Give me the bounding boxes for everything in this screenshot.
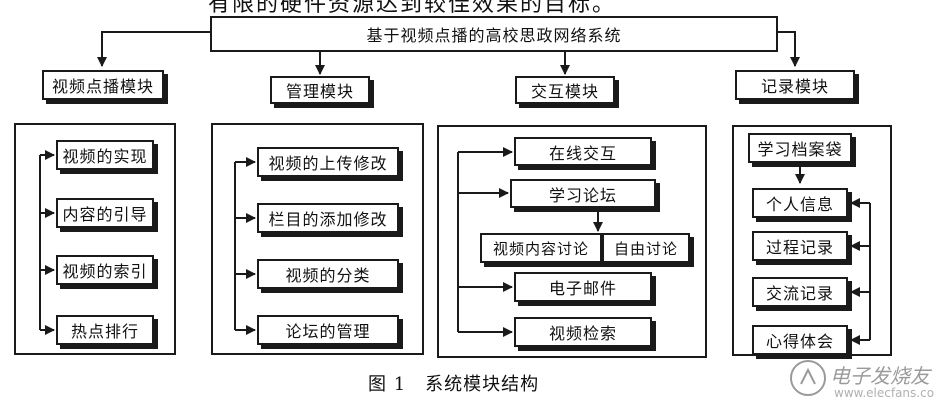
mgmt-item-2: 栏目的添加修改	[257, 203, 399, 233]
video-item-2: 内容的引导	[56, 198, 154, 228]
video-item-4: 热点排行	[56, 315, 154, 345]
figure-caption: 图 1 系统模块结构	[368, 374, 540, 395]
watermark-text: 电子发烧友	[830, 364, 930, 388]
interact-sub-video-discussion: 视频内容讨论	[480, 233, 602, 263]
panel-mgmt	[211, 123, 424, 355]
record-item-reflection: 心得体会	[752, 325, 848, 355]
panel-interact	[437, 125, 707, 358]
panel-video	[14, 123, 176, 355]
edge-root-to-video-module	[97, 31, 210, 67]
record-item-exchange: 交流记录	[752, 277, 848, 307]
panel-record	[732, 125, 892, 356]
mgmt-item-4: 论坛的管理	[257, 315, 399, 345]
interact-item-forum: 学习论坛	[510, 179, 656, 208]
interact-item-online: 在线交互	[514, 137, 652, 166]
interact-item-email: 电子邮件	[514, 272, 652, 302]
top-clipped-text: 有限的硬件资源达到较佳效果的目标。	[208, 0, 617, 17]
module-interact-title: 交互模块	[515, 76, 615, 104]
module-record-title: 记录模块	[735, 70, 855, 100]
mgmt-item-1: 视频的上传修改	[257, 147, 399, 177]
watermark: 电子发烧友 www.elecfans.com	[788, 356, 934, 402]
watermark-url: www.elecfans.com	[834, 386, 934, 400]
edge-root-to-record-module	[778, 31, 800, 67]
module-video-title: 视频点播模块	[42, 70, 164, 100]
module-mgmt-title: 管理模块	[270, 76, 370, 104]
mgmt-item-3: 视频的分类	[257, 259, 399, 289]
watermark-logo-icon	[790, 360, 826, 396]
record-item-archive: 学习档案袋	[748, 133, 852, 163]
interact-item-search: 视频检索	[514, 317, 652, 347]
video-item-1: 视频的实现	[56, 140, 154, 170]
record-item-info: 个人信息	[752, 188, 848, 218]
interact-sub-free-discussion: 自由讨论	[602, 233, 690, 263]
root-node: 基于视频点播的高校思政网络系统	[210, 16, 778, 52]
record-item-process: 过程记录	[752, 231, 848, 261]
video-item-3: 视频的索引	[56, 255, 154, 285]
